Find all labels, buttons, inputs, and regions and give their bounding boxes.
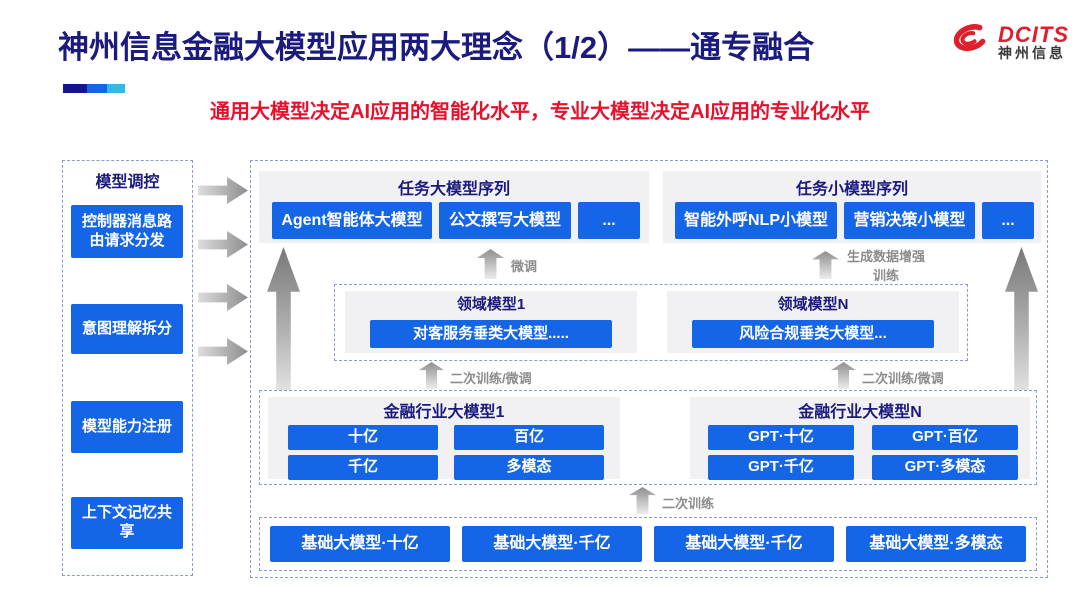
model-node-more: ... xyxy=(578,202,640,239)
model-node-base-billion: 基础大模型·十亿 xyxy=(270,526,450,562)
second-training-finetune-label-left: 二次训练/微调 xyxy=(450,371,532,386)
logo-brand-text: DCITS xyxy=(998,21,1069,47)
logo-company-text: 神州信息 xyxy=(998,44,1066,61)
model-node-gpt-ten-billion: GPT·百亿 xyxy=(872,425,1018,450)
finetune-arrow-icon xyxy=(477,249,504,279)
model-node-agent: Agent智能体大模型 xyxy=(272,202,432,239)
page-title: 神州信息金融大模型应用两大理念（1/2）——通专融合 xyxy=(58,30,815,65)
training-flow-arrow-icon xyxy=(1005,247,1038,396)
connector-arrow-icon xyxy=(198,284,248,311)
model-node-more: ... xyxy=(982,202,1034,239)
model-node-gpt-billion: GPT·十亿 xyxy=(708,425,854,450)
industry-model-n-title: 金融行业大模型N xyxy=(798,404,922,421)
domain-model-container: 领域模型1 对客服务垂类大模型..... 领域模型N 风险合规垂类大模型... xyxy=(334,284,968,361)
gen-data-arrow-icon xyxy=(812,251,839,279)
sidebar-item-router-dispatch: 控制器消息路由请求分发 xyxy=(71,205,183,258)
sidebar-item-capability-register: 模型能力注册 xyxy=(71,401,183,453)
task-large-model-group: 任务大模型序列 Agent智能体大模型 公文撰写大模型 ... xyxy=(259,171,649,243)
second-training-arrow-icon xyxy=(629,487,656,514)
domain-model-group-1: 领域模型1 对客服务垂类大模型..... xyxy=(345,291,637,353)
model-node-base-hundred-billion: 基础大模型·千亿 xyxy=(462,526,642,562)
finetune-label: 微调 xyxy=(511,259,538,274)
dcits-swirl-icon xyxy=(946,20,992,63)
domain-model-group-n: 领域模型N 风险合规垂类大模型... xyxy=(667,291,959,353)
model-node-gpt-multimodal: GPT·多模态 xyxy=(872,455,1018,480)
task-small-model-title: 任务小模型序列 xyxy=(795,181,908,198)
model-node-document-writing: 公文撰写大模型 xyxy=(439,202,571,239)
industry-model-1-title: 金融行业大模型1 xyxy=(383,404,505,421)
second-training-arrow-icon xyxy=(831,362,856,389)
task-large-model-title: 任务大模型序列 xyxy=(397,181,510,198)
training-flow-arrow-icon xyxy=(267,247,300,396)
second-training-finetune-label-right: 二次训练/微调 xyxy=(862,371,944,386)
domain-model-n-title: 领域模型N xyxy=(777,296,849,313)
connector-arrow-icon xyxy=(198,338,248,365)
model-node-ten-billion: 百亿 xyxy=(454,425,604,450)
model-node-billion: 十亿 xyxy=(288,425,438,450)
dcits-logo: DCITS 神州信息 xyxy=(946,20,1069,63)
base-model-container: 基础大模型·十亿 基础大模型·千亿 基础大模型·千亿 基础大模型·多模态 xyxy=(259,517,1037,571)
model-node-hundred-billion: 千亿 xyxy=(288,455,438,480)
model-node-base-hundred-billion-2: 基础大模型·千亿 xyxy=(654,526,834,562)
model-control-title: 模型调控 xyxy=(95,174,160,191)
accent-segment-dark xyxy=(63,84,87,93)
page-subtitle: 通用大模型决定AI应用的智能化水平，专业大模型决定AI应用的专业化水平 xyxy=(210,101,870,123)
domain-model-1-title: 领域模型1 xyxy=(456,296,526,313)
model-node-marketing-decision: 营销决策小模型 xyxy=(844,202,975,239)
connector-arrow-icon xyxy=(198,231,248,258)
second-training-label: 二次训练 xyxy=(662,496,715,511)
model-node-customer-service: 对客服务垂类大模型..... xyxy=(370,320,612,348)
task-small-model-group: 任务小模型序列 智能外呼NLP小模型 营销决策小模型 ... xyxy=(663,171,1041,243)
industry-model-group-n: 金融行业大模型N GPT·十亿 GPT·百亿 GPT·千亿 GPT·多模态 xyxy=(690,397,1030,480)
model-architecture-diagram: 任务大模型序列 Agent智能体大模型 公文撰写大模型 ... 任务小模型序列 … xyxy=(250,160,1048,578)
sidebar-item-context-memory: 上下文记忆共享 xyxy=(71,497,183,549)
model-node-base-multimodal: 基础大模型·多模态 xyxy=(846,526,1026,562)
model-node-outbound-nlp: 智能外呼NLP小模型 xyxy=(675,202,837,239)
industry-model-container: 金融行业大模型1 十亿 百亿 千亿 多模态 金融行业大模型N GPT·十亿 GP… xyxy=(259,390,1037,485)
connector-arrow-icon xyxy=(198,177,248,204)
accent-bar xyxy=(63,84,125,93)
model-node-risk-compliance: 风险合规垂类大模型... xyxy=(692,320,934,348)
sidebar-item-intent-split: 意图理解拆分 xyxy=(71,304,183,354)
model-node-gpt-hundred-billion: GPT·千亿 xyxy=(708,455,854,480)
second-training-arrow-icon xyxy=(419,362,444,389)
model-node-multimodal: 多模态 xyxy=(454,455,604,480)
gen-data-training-label: 生成数据增强训练 xyxy=(846,249,925,283)
accent-segment-blue xyxy=(87,84,107,93)
industry-model-group-1: 金融行业大模型1 十亿 百亿 千亿 多模态 xyxy=(268,397,620,480)
accent-segment-cyan xyxy=(107,84,125,93)
model-control-panel: 模型调控 控制器消息路由请求分发 意图理解拆分 模型能力注册 上下文记忆共享 xyxy=(62,160,193,576)
